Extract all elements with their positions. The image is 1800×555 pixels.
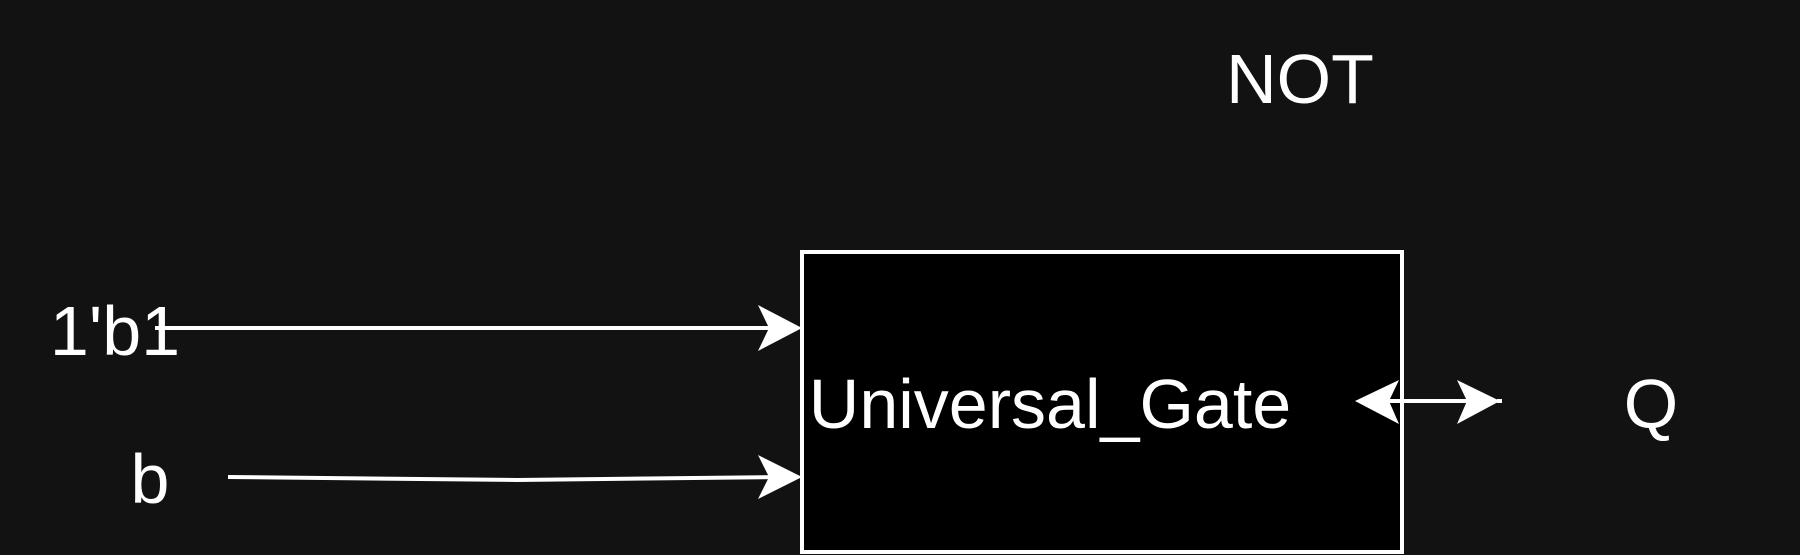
- input-wire-b: [227, 475, 786, 483]
- output-arrowhead-left: [1355, 380, 1399, 424]
- output-label-q: Q: [1624, 365, 1678, 443]
- input-label-b: b: [131, 440, 170, 518]
- input-label-1b1: 1'b1: [50, 292, 180, 370]
- input-arrowhead-1b1: [758, 305, 802, 351]
- output-arrowhead-right: [1457, 380, 1500, 424]
- diagram-title: NOT: [1226, 40, 1374, 118]
- universal-gate-block[interactable]: [800, 250, 1404, 554]
- gate-label: Universal_Gate: [809, 365, 1291, 443]
- input-arrowhead-b: [758, 455, 802, 499]
